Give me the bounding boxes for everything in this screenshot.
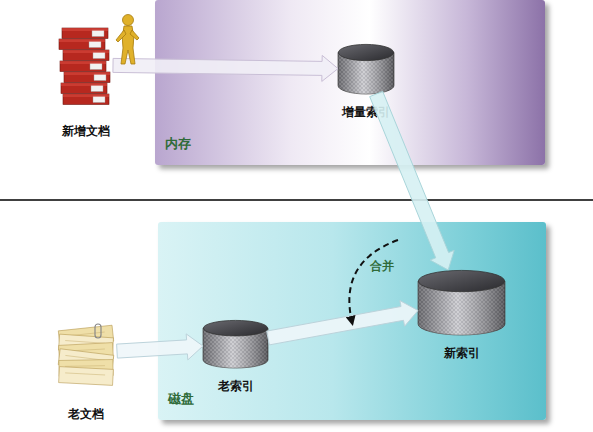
- paper-stack: [55, 322, 117, 384]
- index-cylinder: 新索引: [418, 270, 505, 335]
- node-label: 增量索引: [342, 104, 390, 121]
- document-icon: 老文档: [55, 322, 117, 384]
- node-label: 老文档: [68, 406, 104, 423]
- memory-band: 内存 增量索引: [155, 0, 545, 165]
- cylinder-shape: [338, 44, 394, 94]
- document-icon: 新增文档: [58, 25, 113, 105]
- region-label: 内存: [165, 135, 191, 153]
- node-label: 新索引: [444, 345, 480, 362]
- index-cylinder: 增量索引: [338, 44, 394, 94]
- cylinder-shape: [203, 320, 268, 368]
- node-label: 老索引: [218, 378, 254, 395]
- region-label: 磁盘: [168, 390, 194, 408]
- index-cylinder: 老索引: [203, 320, 268, 368]
- disk-band: 磁盘老索引新索引: [158, 222, 546, 420]
- gold-figure: [116, 15, 139, 65]
- node-label: 新增文档: [62, 123, 110, 140]
- binder-stack: [58, 25, 113, 105]
- divider-line: [0, 199, 593, 201]
- annotation-label: 合并: [370, 258, 394, 275]
- cylinder-shape: [418, 270, 505, 335]
